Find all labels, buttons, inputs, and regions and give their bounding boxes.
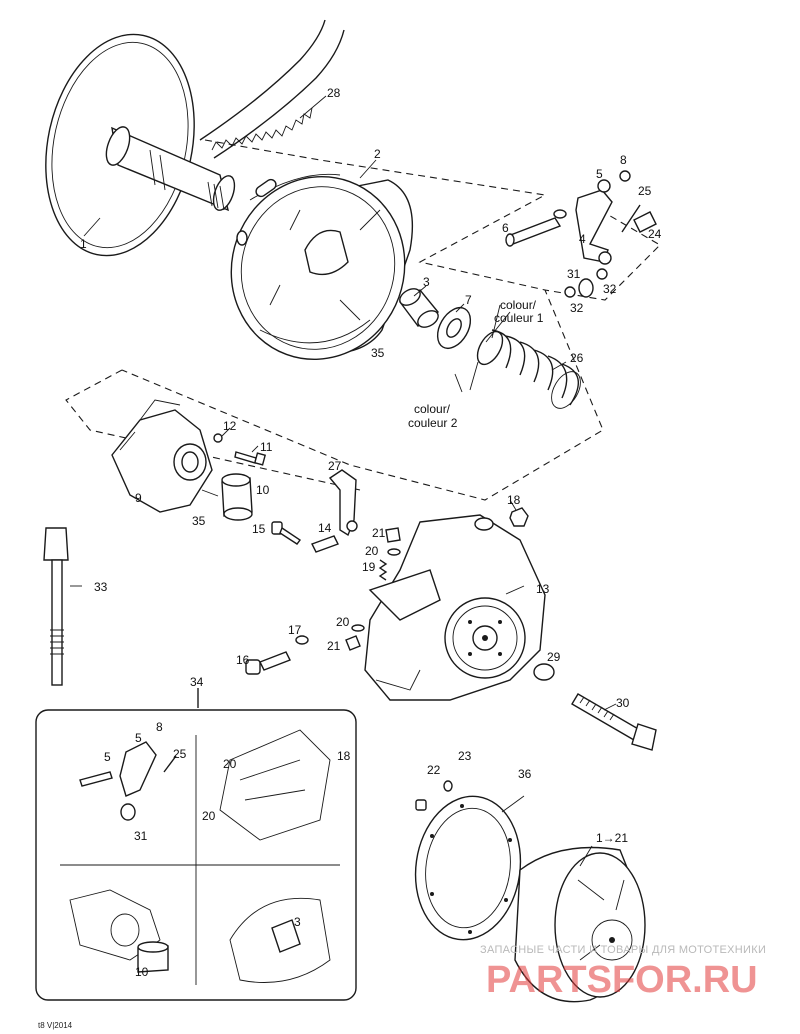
label-35a: 35 [371,346,385,360]
inset-label-10: 10 [135,965,149,979]
leader-lines [70,95,617,867]
label-1: 1 [80,237,87,251]
bolt-16-washer-17 [245,635,309,675]
assembly-outline [65,139,661,501]
spring-26 [476,329,581,409]
bolt-30-washer-29 [533,663,657,751]
label-24: 24 [648,227,662,241]
label-30: 30 [616,696,630,710]
inset-label-20b: 20 [202,809,216,823]
label-23: 23 [458,749,472,763]
part-labels: 28 1 2 8 5 25 6 4 24 31 32 32 3 7 35 26 … [80,86,662,845]
inset-labels: 8 5 5 25 31 20 18 20 3 10 [104,720,351,979]
label-33: 33 [94,580,108,594]
fixed-sheave [45,33,236,257]
colour1-line1: colour/ [500,298,537,312]
inset-label-20a: 20 [223,757,237,771]
label-8: 8 [620,153,627,167]
label-22: 22 [427,763,441,777]
kit-box-34 [35,688,357,1001]
inset-label-3: 3 [294,915,301,929]
drive-belt [199,19,345,159]
pin-14 [311,535,339,553]
label-7: 7 [465,293,472,307]
label-32a: 32 [603,282,617,296]
label-35b: 35 [192,514,206,528]
diagram-code: t8 V|2014 [38,1021,73,1030]
label-15: 15 [252,522,266,536]
label-21a: 21 [372,526,386,540]
spider-9 [111,399,223,513]
watermark-brand: PARTSFOR.RU [486,959,758,1001]
inset-label-5b: 5 [104,750,111,764]
label-5: 5 [596,167,603,181]
colour-callouts: colour/ couleur 1 colour/ couleur 2 [408,298,544,430]
label-32b: 32 [570,301,584,315]
screw-15 [271,521,302,545]
colour2-line1: colour/ [414,402,451,416]
colour1-line2: couleur 1 [494,311,544,325]
roller-10 [221,473,253,521]
long-bolt-33 [43,527,69,686]
label-17: 17 [288,623,302,637]
label-3: 3 [423,275,430,289]
inset-label-31: 31 [134,829,148,843]
label-11: 11 [260,440,273,454]
label-20a: 20 [365,544,379,558]
label-16: 16 [236,653,250,667]
label-range: 1→21 [596,831,628,845]
label-26: 26 [570,351,584,365]
inset-label-8: 8 [156,720,163,734]
colour2-line2: couleur 2 [408,416,458,430]
small-hardware [345,527,401,651]
label-14: 14 [318,521,332,535]
ring-36 [414,780,522,941]
label-10: 10 [256,483,270,497]
label-29: 29 [547,650,561,664]
nut-18 [509,507,529,527]
washer-7 [436,307,472,349]
label-4: 4 [579,232,586,246]
label-19: 19 [362,560,376,574]
label-6: 6 [502,221,509,235]
roller-arm-group [505,170,657,298]
label-12: 12 [223,419,237,433]
label-2: 2 [374,147,381,161]
complete-assembly [514,846,646,1003]
label-27: 27 [328,459,342,473]
screw-11 [234,451,267,466]
label-36: 36 [518,767,532,781]
sliding-sheave [230,173,414,361]
watermark-tagline: ЗАПАСНЫЕ ЧАСТИ И ТОВАРЫ ДЛЯ МОТОТЕХНИКИ [480,944,766,956]
lever-27 [328,469,358,537]
label-13: 13 [536,582,550,596]
label-21b: 21 [327,639,341,653]
label-31: 31 [567,267,581,281]
label-28: 28 [327,86,341,100]
governor-cup-13 [364,514,546,701]
inset-label-25: 25 [173,747,187,761]
label-20b: 20 [336,615,350,629]
inset-label-18: 18 [337,749,351,763]
bushing-3 [398,288,440,328]
inset-label-5a: 5 [135,731,142,745]
label-34: 34 [190,675,204,689]
label-18: 18 [507,493,521,507]
label-25: 25 [638,184,652,198]
label-9: 9 [135,491,142,505]
